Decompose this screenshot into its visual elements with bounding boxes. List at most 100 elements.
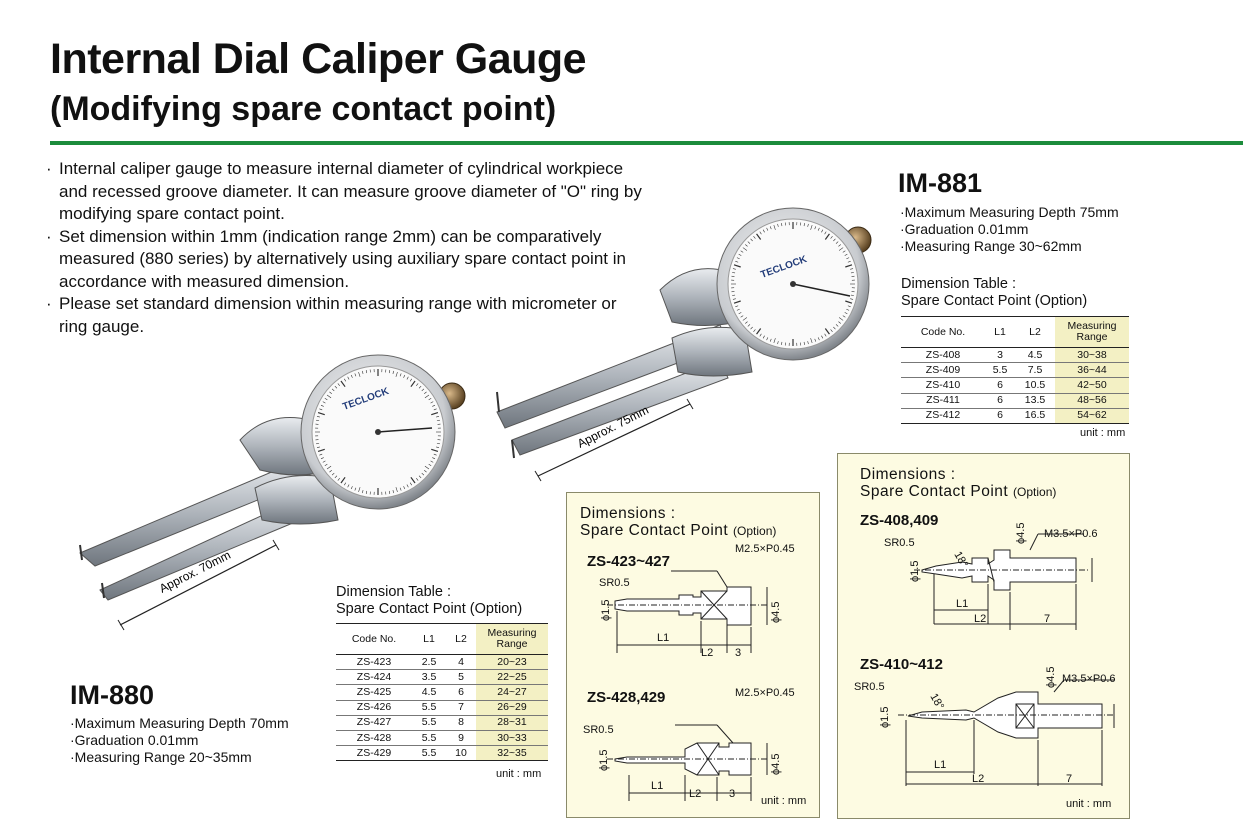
- im881-specs: ·Maximum Measuring Depth 75mm ·Graduatio…: [900, 204, 1119, 254]
- table-cell: ZS-427: [336, 715, 412, 731]
- contact-point-drawing: M3.5×P0.6 SR0.5 18° ϕ1.5 ϕ4.5 L1 L2 7 M3…: [854, 523, 1116, 786]
- table-cell: 54~62: [1055, 408, 1129, 424]
- table-cell: 24~27: [476, 684, 548, 701]
- table-cell: ZS-423: [336, 654, 412, 671]
- dial-face: [315, 369, 441, 495]
- panel-title: Dimensions : Spare Contact Point (Option…: [580, 505, 777, 539]
- thread-spec: M2.5×P0.45: [735, 543, 795, 555]
- table-cell: 42~50: [1055, 377, 1129, 394]
- feature-list: ·Internal caliper gauge to measure inter…: [46, 158, 646, 338]
- im880-specs: ·Maximum Measuring Depth 70mm ·Graduatio…: [70, 715, 289, 765]
- dim-l1: L1: [651, 780, 663, 792]
- table-cell: 6: [985, 377, 1015, 394]
- table-cell: 5.5: [412, 715, 446, 731]
- im881-table-caption: Dimension Table : Spare Contact Point (O…: [901, 276, 1088, 309]
- tip-diameter: ϕ1.5: [598, 750, 610, 771]
- body-diameter: ϕ4.5: [1015, 523, 1027, 544]
- dim-l2: L2: [974, 613, 986, 625]
- table-cell: 6: [446, 684, 476, 701]
- feature-item: ·Set dimension within 1mm (indication ra…: [46, 226, 626, 291]
- table-cell: ZS-426: [336, 700, 412, 716]
- im880-model: IM-880: [70, 680, 155, 710]
- feature-item: ·Please set standard dimension within me…: [46, 294, 617, 336]
- tip-angle: 18°: [927, 692, 946, 712]
- dim-l1: L1: [956, 598, 968, 610]
- table-cell: ZS-429: [336, 745, 412, 762]
- table-header: Code No.: [336, 623, 412, 655]
- table-cell: 20~23: [476, 654, 548, 671]
- tip-diameter: ϕ1.5: [909, 561, 921, 582]
- table-header: Measuring Range: [476, 623, 548, 655]
- im881-unit-note: unit : mm: [1080, 427, 1126, 439]
- table-cell: 3.5: [412, 669, 446, 686]
- dim-l2: L2: [972, 773, 984, 785]
- dim-l2: L2: [689, 788, 701, 800]
- table-cell: ZS-409: [901, 362, 985, 379]
- table-cell: ZS-408: [901, 347, 985, 364]
- table-header: L1: [985, 316, 1015, 348]
- part-label: ZS-423~427: [587, 553, 670, 570]
- table-header: Code No.: [901, 316, 985, 348]
- table-cell: ZS-412: [901, 408, 985, 424]
- table-cell: ZS-410: [901, 377, 985, 394]
- table-cell: 6: [985, 408, 1015, 424]
- dim-l1: L1: [657, 632, 669, 644]
- page-title: Internal Dial Caliper Gauge: [50, 35, 587, 83]
- table-cell: ZS-424: [336, 669, 412, 686]
- im881-model: IM-881: [898, 168, 983, 198]
- table-cell: 7: [446, 700, 476, 716]
- table-cell: 5.5: [985, 362, 1015, 379]
- im880-table-caption: Dimension Table : Spare Contact Point (O…: [336, 584, 523, 617]
- thread-spec: M2.5×P0.45: [735, 687, 795, 699]
- contact-point-drawing: M2.5×P0.45 SR0.5 ϕ1.5 ϕ4.5 L1 L2 3 M2.5×…: [583, 543, 795, 801]
- table-cell: 13.5: [1015, 393, 1055, 409]
- panel-unit-note: unit : mm: [1066, 798, 1112, 810]
- table-cell: 30~33: [476, 730, 548, 747]
- tip-diameter: ϕ1.5: [600, 600, 612, 621]
- tip-radius: SR0.5: [599, 577, 630, 589]
- table-cell: 2.5: [412, 654, 446, 671]
- dim-length: 3: [735, 647, 741, 659]
- part-label: ZS-428,429: [587, 689, 666, 706]
- table-cell: 26~29: [476, 700, 548, 716]
- table-cell: 10.5: [1015, 377, 1055, 394]
- table-cell: 6: [985, 393, 1015, 409]
- dim-l2: L2: [701, 647, 713, 659]
- table-cell: 7.5: [1015, 362, 1055, 379]
- table-cell: ZS-425: [336, 684, 412, 701]
- panel-unit-note: unit : mm: [761, 795, 807, 807]
- table-cell: 9: [446, 730, 476, 747]
- thread-spec: M3.5×P0.6: [1044, 528, 1098, 540]
- im880-unit-note: unit : mm: [496, 768, 542, 780]
- panel-title: Dimensions : Spare Contact Point (Option…: [860, 466, 1057, 500]
- table-cell: 16.5: [1015, 408, 1055, 424]
- table-cell: 36~44: [1055, 362, 1129, 379]
- table-cell: 4.5: [1015, 347, 1055, 364]
- table-cell: 5.5: [412, 745, 446, 762]
- table-cell: 30~38: [1055, 347, 1129, 364]
- table-header: Measuring Range: [1055, 316, 1129, 348]
- title-divider: [50, 141, 1243, 145]
- im881-gauge-illustration: TECLOCK Approx. 75mm: [496, 207, 872, 482]
- tip-radius: SR0.5: [884, 537, 915, 549]
- table-header: L2: [1015, 316, 1055, 348]
- table-cell: 28~31: [476, 715, 548, 731]
- body-diameter: ϕ4.5: [1045, 667, 1057, 688]
- part-label: ZS-410~412: [860, 656, 943, 673]
- table-cell: 32~35: [476, 745, 548, 762]
- thread-spec: M3.5×P0.6: [1062, 673, 1116, 685]
- dim-length: 7: [1066, 773, 1072, 785]
- table-cell: 5.5: [412, 730, 446, 747]
